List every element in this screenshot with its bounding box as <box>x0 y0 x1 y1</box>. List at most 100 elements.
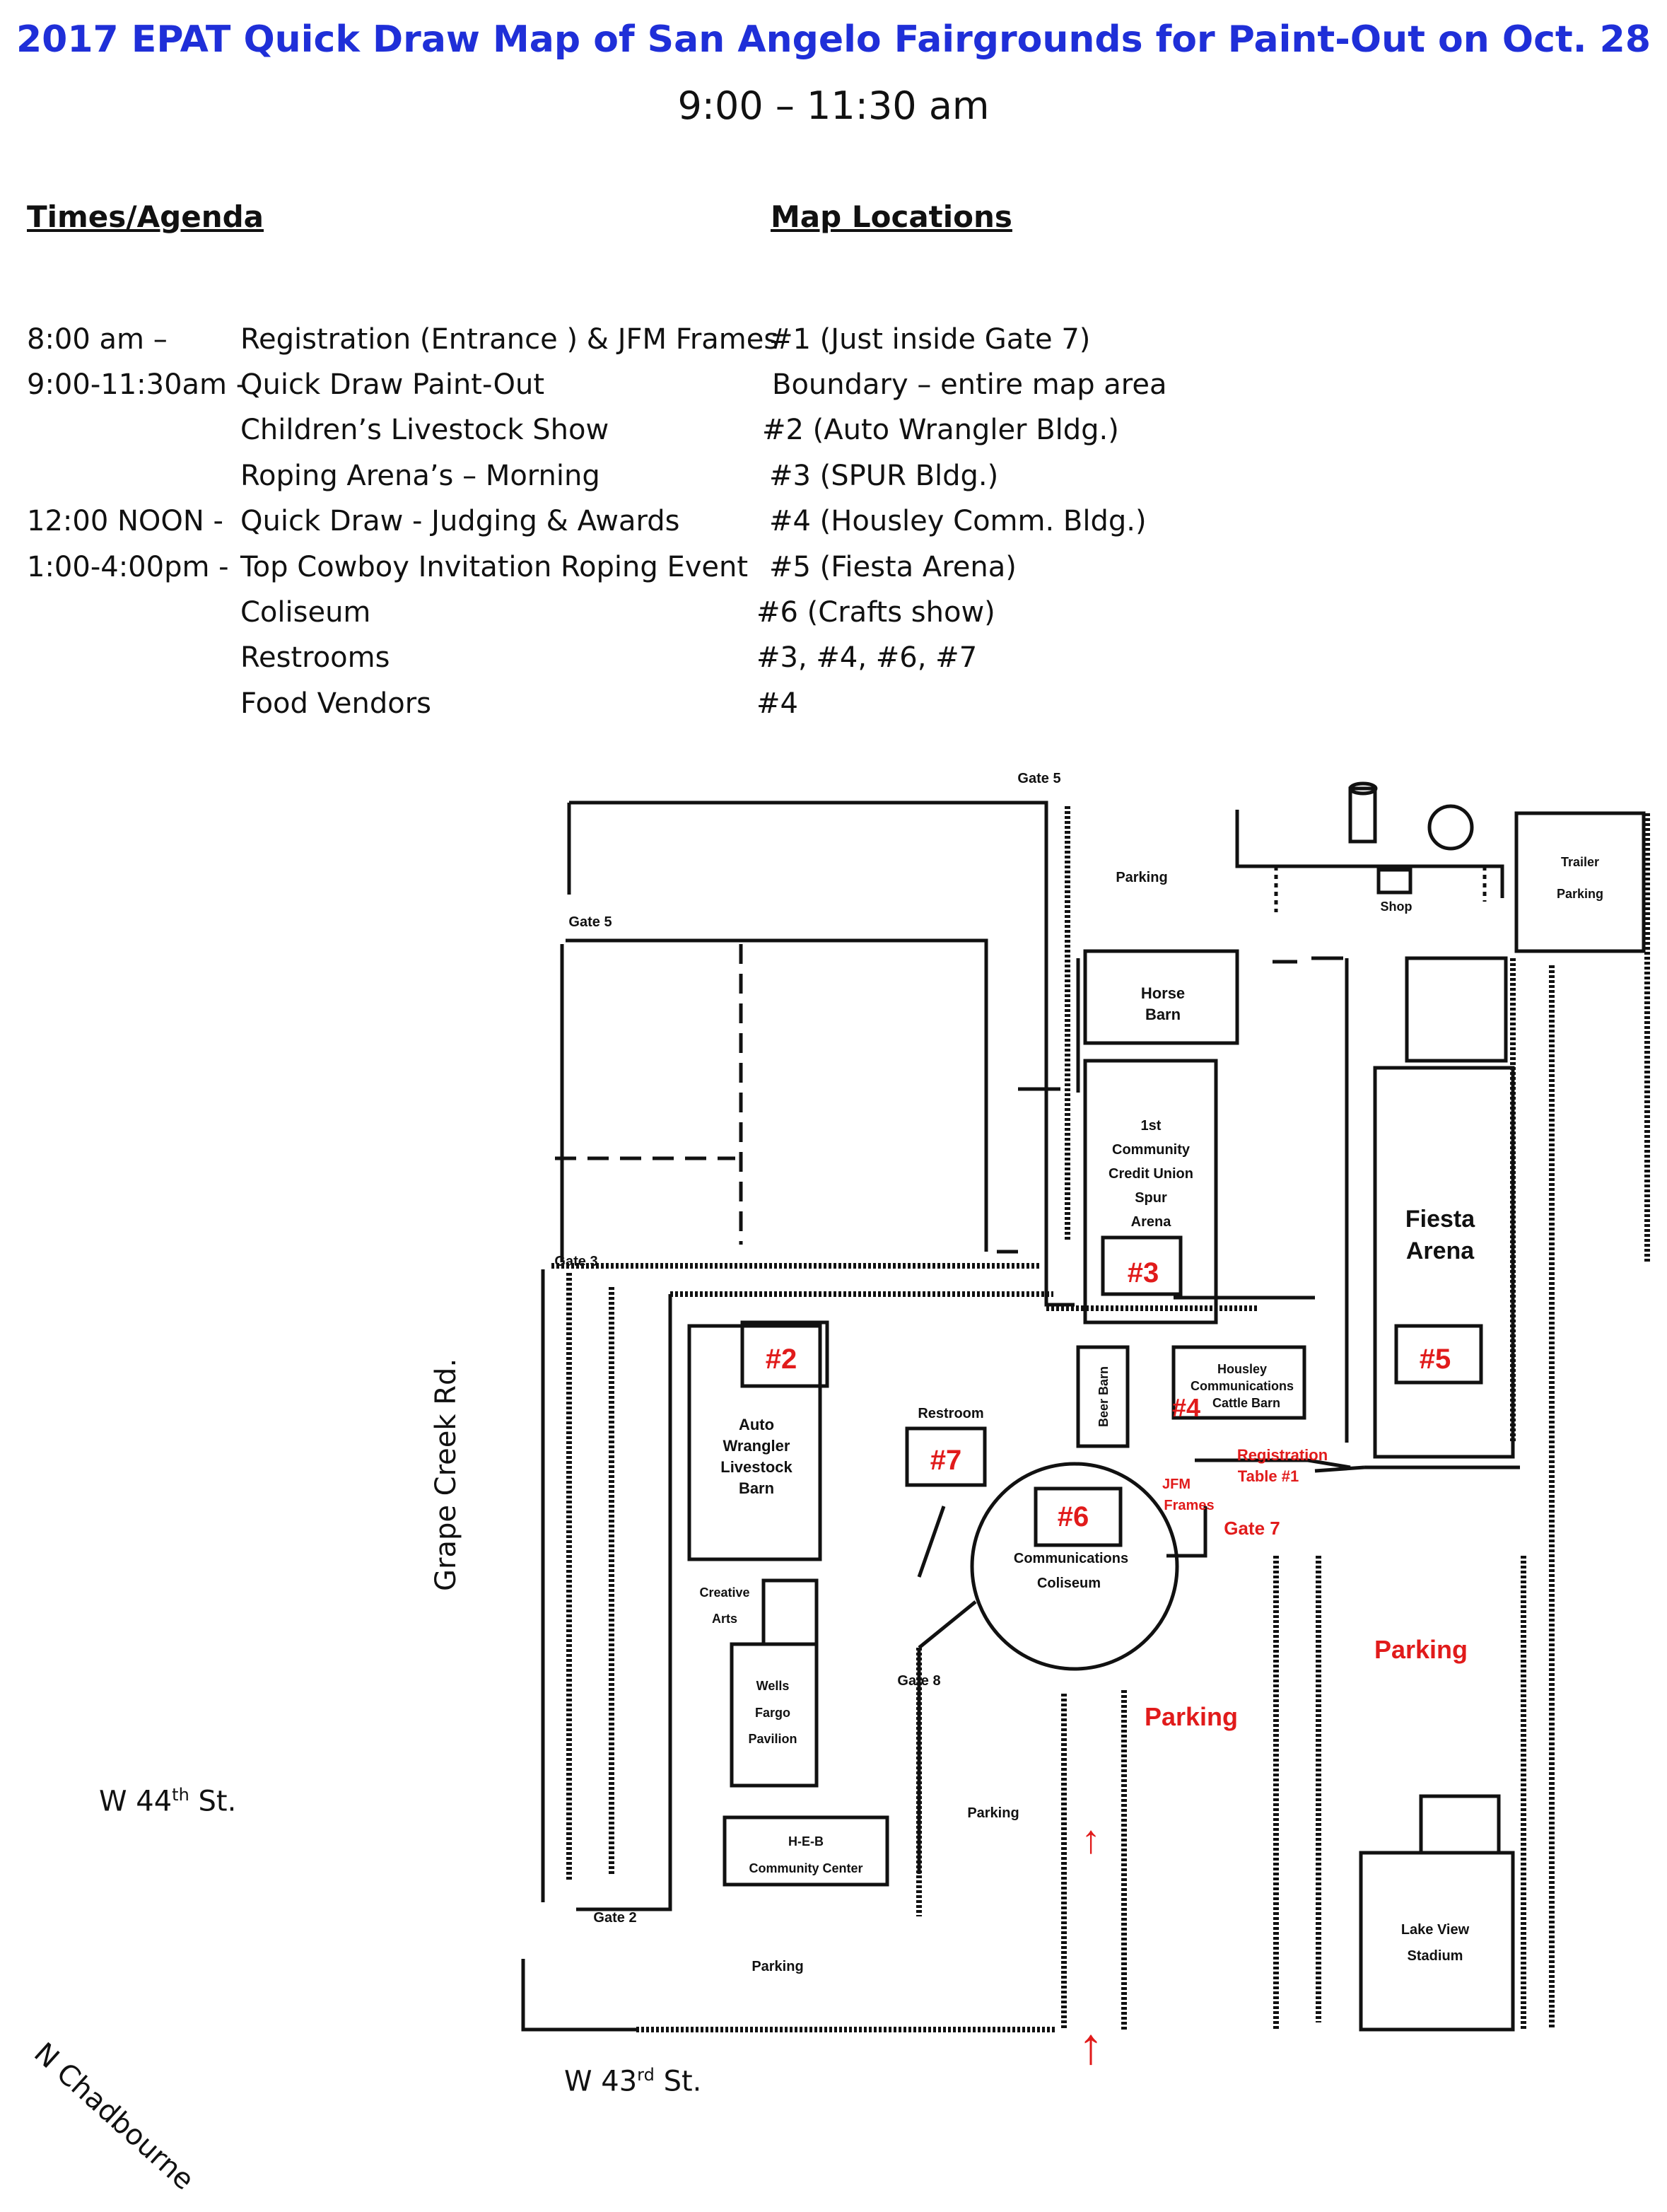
spur-label: Credit Union <box>1109 1166 1193 1182</box>
housley-label: Cattle Barn <box>1212 1396 1280 1410</box>
agenda-location: #3 (SPUR Bldg.) <box>769 460 999 492</box>
agenda-item: Top Cowboy Invitation Roping Event <box>240 551 749 583</box>
agenda-location: #3, #4, #6, #7 <box>756 641 978 674</box>
parking-label: Parking <box>751 1959 803 1974</box>
road-edge <box>1044 1252 1075 1307</box>
gate-7-label: Gate 7 <box>1224 1518 1280 1539</box>
marker-box-5 <box>1394 1324 1483 1385</box>
agenda-row: Food Vendors #4 <box>0 681 1667 726</box>
road-edge <box>1314 1465 1520 1473</box>
agenda-item: Children’s Livestock Show <box>240 414 609 446</box>
marker-6: #6 <box>1058 1501 1089 1532</box>
jfm-label: Frames <box>1164 1498 1214 1513</box>
agenda-location: #4 <box>756 687 798 720</box>
water-tank <box>1427 804 1474 851</box>
trailer-parking-area <box>1514 811 1646 953</box>
agenda-item: Quick Draw - Judging & Awards <box>240 505 680 537</box>
pasture-boundary <box>567 801 1048 1259</box>
heb-building <box>723 1815 889 1887</box>
street-name: W 44 <box>99 1785 172 1818</box>
beer-barn-label: Beer Barn <box>1096 1366 1111 1427</box>
lakeview-label: Stadium <box>1408 1948 1463 1964</box>
street-name: W 43 <box>564 2065 638 2098</box>
fiesta-annex-building <box>1405 956 1508 1063</box>
shop-building <box>1376 868 1412 895</box>
coliseum-label: Coliseum <box>1037 1576 1101 1591</box>
agenda-time: 1:00-4:00pm - <box>27 551 229 583</box>
w43-street-label: W 43rd St. <box>564 2065 701 2097</box>
gate-label: Gate 5 <box>1017 771 1060 786</box>
grape-creek-road-label: Grape Creek Rd. <box>430 1358 462 1591</box>
fence <box>521 1959 636 2032</box>
trailer-label: Trailer <box>1561 855 1599 869</box>
fiesta-arena-building <box>1373 1066 1515 1459</box>
parking-red-label: Parking <box>1145 1702 1238 1731</box>
silo <box>1348 786 1377 844</box>
spur-label: Community <box>1112 1142 1191 1158</box>
registration-label: Registration <box>1237 1446 1328 1464</box>
horse-barn-building <box>1083 949 1239 1045</box>
gate-label: Gate 5 <box>568 914 612 930</box>
agenda-item: Roping Arena’s – Morning <box>240 460 600 492</box>
auto-wrangler-building <box>687 1324 822 1561</box>
agenda-item: Quick Draw Paint-Out <box>240 368 545 401</box>
street-suffix: th <box>172 1785 189 1805</box>
gate-label: Gate 3 <box>554 1254 597 1269</box>
fence <box>1274 866 1487 912</box>
agenda-location: #6 (Crafts show) <box>756 596 995 629</box>
agenda-location: #5 (Fiesta Arena) <box>769 551 1017 583</box>
wells-fargo-label: Pavilion <box>748 1732 797 1746</box>
registration-label: Table #1 <box>1238 1467 1299 1485</box>
housley-building <box>1171 1345 1306 1420</box>
marker-4: #4 <box>1172 1393 1200 1422</box>
marker-2: #2 <box>766 1344 797 1375</box>
agenda-item: Food Vendors <box>240 687 431 720</box>
creative-arts-label: Creative <box>699 1585 749 1600</box>
wells-fargo-building <box>730 1642 819 1788</box>
arrow-up-icon: ↑ <box>1078 2018 1104 2075</box>
agenda-location: #1 (Just inside Gate 7) <box>769 323 1091 356</box>
agenda-row: Children’s Livestock Show #2 (Auto Wrangl… <box>0 407 1667 453</box>
lakeview-annex-building <box>1419 1794 1501 1855</box>
arrow-up-icon: ↑ <box>1081 1817 1101 1861</box>
coliseum-building <box>970 1462 1179 1671</box>
fairgrounds-map: Gate 5 Gate 5 Gate 3 Gate 8 Gate 2 Parki… <box>521 771 1650 2075</box>
agenda-item: Registration (Entrance ) & JFM Frames <box>240 323 779 356</box>
agenda-row: Coliseum#6 (Crafts show) <box>0 590 1667 635</box>
agenda-location: #2 (Auto Wrangler Bldg.) <box>762 414 1119 446</box>
fiesta-label: Fiesta <box>1405 1206 1475 1233</box>
marker-5: #5 <box>1420 1344 1451 1375</box>
agenda-row: Restrooms#3, #4, #6, #7 <box>0 635 1667 680</box>
street-type: St. <box>654 2065 702 2098</box>
spur-label: 1st <box>1141 1118 1162 1134</box>
auto-wrangler-label: Barn <box>739 1479 774 1497</box>
heb-label: Community Center <box>749 1861 862 1875</box>
fence <box>1235 810 1504 898</box>
parking-label: Parking <box>967 1805 1019 1821</box>
agenda-location: #4 (Housley Comm. Bldg.) <box>769 505 1147 537</box>
gate-label: Gate 2 <box>593 1910 636 1926</box>
auto-wrangler-label: Livestock <box>720 1458 792 1476</box>
fiesta-label: Arena <box>1406 1238 1475 1264</box>
heb-label: H-E-B <box>788 1834 824 1849</box>
horse-barn-label: Horse <box>1141 984 1185 1002</box>
pasture-fence <box>566 938 988 1252</box>
spur-arena-building <box>1083 1059 1218 1325</box>
agenda-row: 1:00-4:00pm - Top Cowboy Invitation Ropin… <box>0 545 1667 590</box>
creative-arts-building <box>761 1578 819 1646</box>
times-agenda-heading: Times/Agenda <box>27 199 264 234</box>
housley-label: Communications <box>1191 1379 1294 1393</box>
agenda-time: 12:00 NOON - <box>27 505 223 537</box>
parking-label: Parking <box>1116 870 1167 885</box>
wells-fargo-label: Fargo <box>755 1706 790 1720</box>
fence <box>576 1294 672 1911</box>
road-edge <box>1166 1458 1351 1558</box>
agenda-row: Roping Arena’s – Morning #3 (SPUR Bldg.) <box>0 453 1667 499</box>
page-subtitle: 9:00 – 11:30 am <box>677 83 990 128</box>
horse-barn-label: Barn <box>1145 1006 1181 1023</box>
map-locations-heading: Map Locations <box>771 199 1012 234</box>
w44-street-label: W 44th St. <box>99 1785 236 1817</box>
spur-label: Arena <box>1131 1214 1172 1230</box>
agenda-time: 9:00-11:30am - <box>27 368 247 401</box>
